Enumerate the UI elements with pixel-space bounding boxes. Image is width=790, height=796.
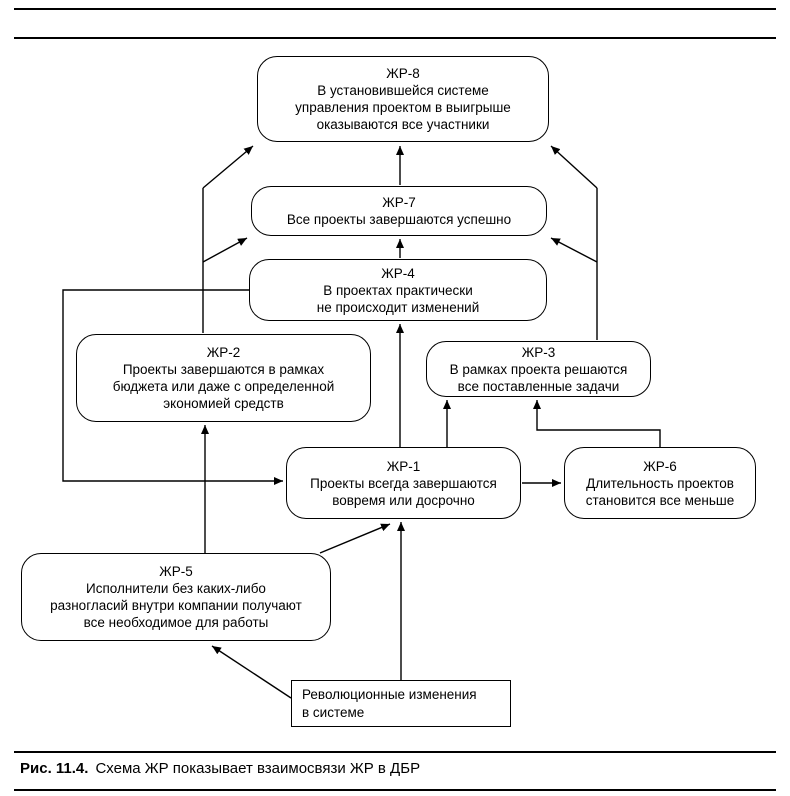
edge-zr5-zr1	[319, 523, 391, 554]
edge-zr3-zr8	[550, 145, 598, 189]
node-zr1-body: Проекты всегда завершаются вовремя или д…	[310, 475, 497, 508]
node-zr6: ЖР-6 Длительность проектов становится вс…	[564, 447, 756, 519]
node-zr2-body: Проекты завершаются в рамках бюджета или…	[112, 362, 335, 411]
node-zr5-title: ЖР-5	[159, 564, 193, 579]
node-zr8: ЖР-8 В установившейся системе управления…	[257, 56, 549, 142]
edge-zr2-zr7	[202, 237, 248, 263]
bottom-rule-2	[14, 789, 776, 791]
node-zr2: ЖР-2 Проекты завершаются в рамках бюджет…	[76, 334, 371, 422]
node-zr4-title: ЖР-4	[381, 265, 415, 281]
node-zr7: ЖР-7 Все проекты завершаются успешно	[251, 186, 547, 236]
node-zr4: ЖР-4 В проектах практически не происходи…	[249, 259, 547, 321]
node-zr1: ЖР-1 Проекты всегда завершаются вовремя …	[286, 447, 521, 519]
node-zr3-body: В рамках проекта решаются все поставленн…	[449, 361, 628, 394]
node-zr1-title: ЖР-1	[386, 458, 421, 474]
node-zr8-body: В установившейся системе управления прое…	[295, 83, 511, 132]
bottom-rule-1	[14, 751, 776, 753]
top-rule-1	[14, 8, 776, 10]
node-zr2-title: ЖР-2	[206, 345, 241, 360]
edge-zr3-zr7	[550, 237, 598, 263]
node-zr6-title: ЖР-6	[643, 458, 677, 474]
node-zr5: ЖР-5 Исполнители без каких-либо разногла…	[21, 553, 331, 641]
figure-caption-text: Схема ЖР показывает взаимосвязи ЖР в ДБР	[95, 760, 421, 777]
node-zr3: ЖР-3 В рамках проекта решаются все поста…	[426, 341, 651, 397]
node-zr7-body: Все проекты завершаются успешно	[286, 212, 512, 227]
edge-zr6-zr3	[533, 400, 661, 447]
node-zr5-body: Исполнители без каких-либо разногласий в…	[50, 581, 302, 630]
node-zr8-title: ЖР-8	[386, 66, 420, 81]
node-zr7-title: ЖР-7	[382, 195, 416, 210]
node-zr6-body: Длительность проектов становится все мен…	[585, 475, 735, 508]
top-rule-2	[14, 37, 776, 39]
figure-caption-label: Рис. 11.4.	[20, 760, 89, 777]
node-zr3-title: ЖР-3	[521, 344, 556, 360]
edge-source-zr5	[211, 645, 292, 699]
edge-zr2-zr8	[202, 145, 254, 189]
node-source: Революционные изменения в системе	[291, 680, 511, 727]
node-source-body: Революционные изменения в системе	[302, 686, 477, 720]
figure-caption: Рис. 11.4. Схема ЖР показывает взаимосвяз…	[20, 760, 420, 777]
node-zr4-body: В проектах практически не происходит изм…	[316, 282, 480, 315]
